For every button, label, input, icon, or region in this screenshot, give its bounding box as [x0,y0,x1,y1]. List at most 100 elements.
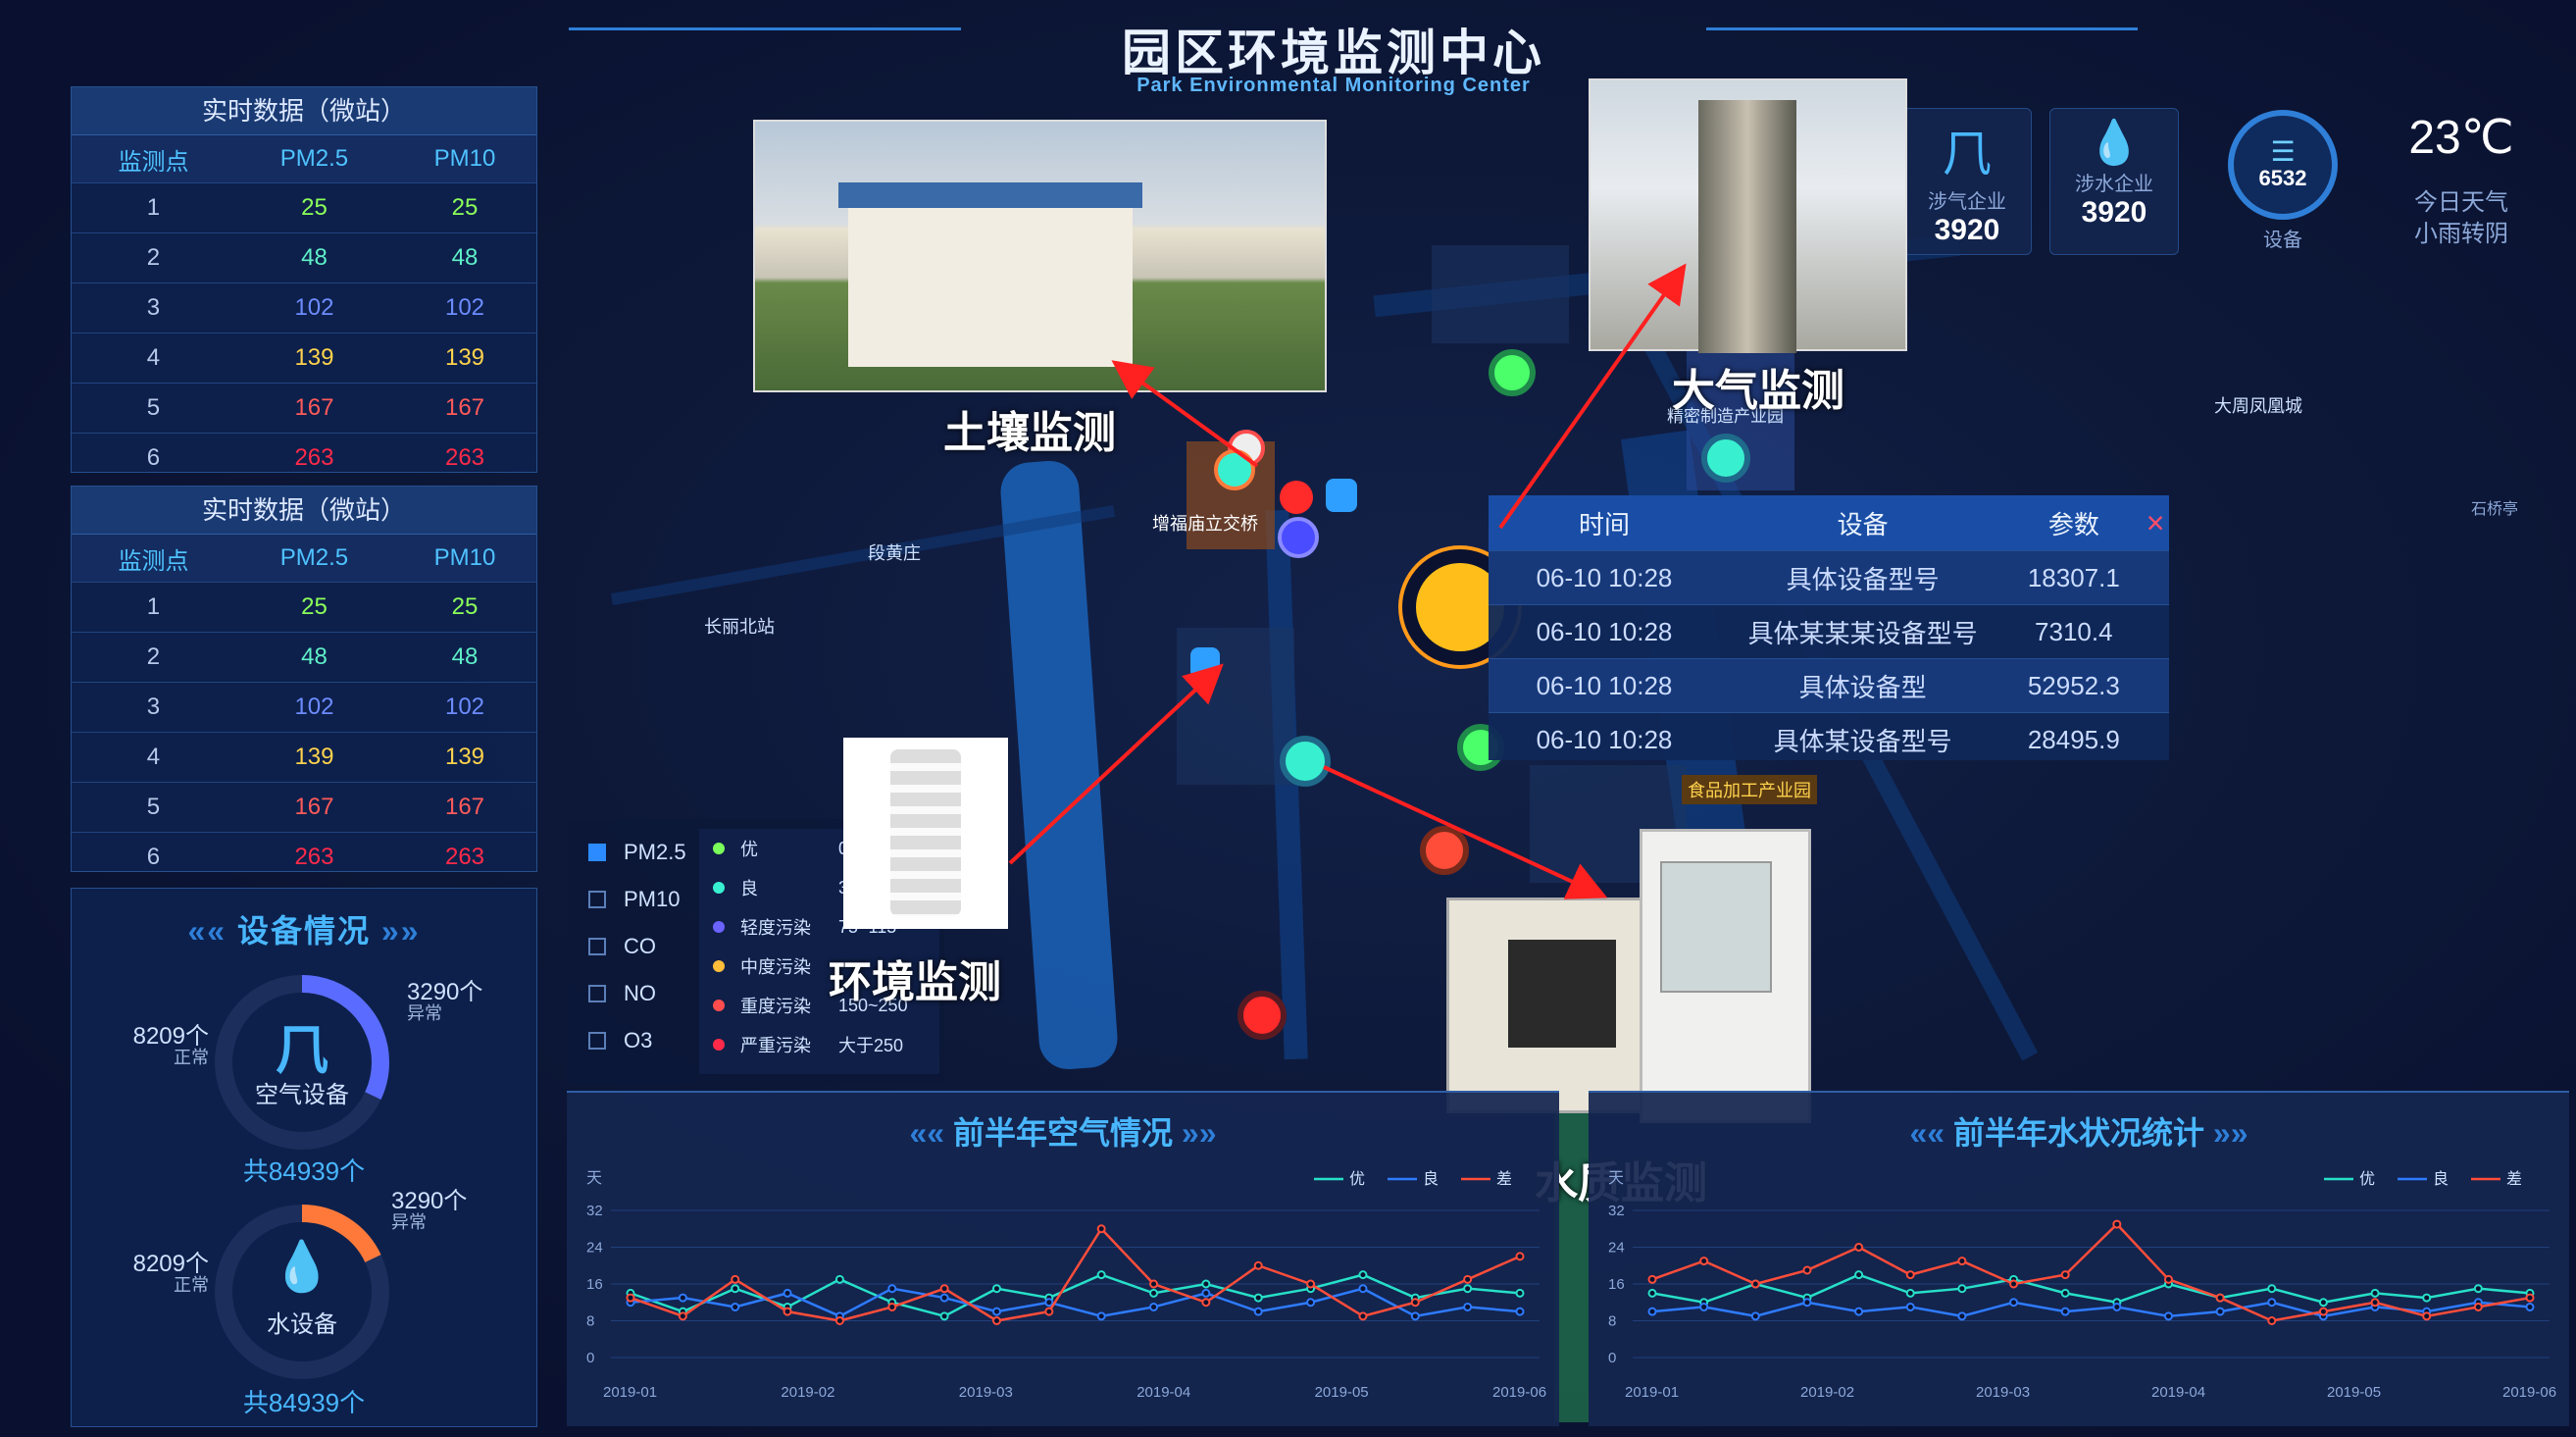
checkbox[interactable] [588,844,606,861]
series-line [1651,1273,2531,1305]
table-cell: 139 [234,333,393,384]
legend-label: PM10 [624,887,681,911]
data-point [1802,1298,1812,1308]
data-point [783,1307,792,1316]
map-marker[interactable] [1280,481,1313,514]
table-cell: 139 [392,732,536,783]
data-point [1750,1279,1760,1289]
x-tick-label: 2019-03 [959,1384,1013,1401]
map-marker[interactable] [1278,517,1319,558]
legend-label: PM2.5 [624,840,686,864]
data-point [2163,1311,2173,1321]
y-axis-label: 天 [1608,1170,1624,1187]
data-point [1905,1302,1915,1311]
map-marker[interactable] [1489,349,1536,396]
legend-pollutant[interactable]: CO [588,923,706,970]
checkbox[interactable] [588,891,606,908]
map-marker[interactable] [1420,826,1469,875]
map-label: 段黄庄 [868,543,921,563]
database-map-icon[interactable] [1326,479,1357,512]
table-cell: 5 [72,383,235,434]
legend-label: 优 [1349,1170,1365,1188]
data-point [2112,1219,2122,1229]
air-device-ring [215,975,389,1150]
popup-cell: 06-10 10:28 [1536,670,1673,700]
water-enterprise-widget[interactable]: 💧 涉水企业 3920 [2049,108,2179,255]
legend-pollutant[interactable]: O3 [588,1017,706,1064]
legend-pollutant[interactable]: NO [588,970,706,1017]
close-icon[interactable]: × [2146,504,2165,540]
data-point [939,1284,949,1294]
data-point [1957,1311,1967,1321]
data-point [1515,1252,1525,1261]
data-point [1647,1307,1657,1316]
table-cell: 48 [392,232,536,283]
data-point [678,1311,687,1321]
gas-enterprise-widget[interactable]: ⺇ 涉气企业 3920 [1902,108,2032,255]
data-point [1149,1302,1159,1311]
x-tick-label: 2019-06 [2502,1384,2556,1401]
popup-col-time: 时间 [1578,509,1630,539]
legend-level-label: 优 [740,840,758,859]
ring-progress [215,975,389,1150]
data-point [1253,1260,1263,1270]
data-point [1358,1284,1368,1294]
checkbox[interactable] [588,938,606,955]
map-marker[interactable] [1280,736,1331,787]
weather-desc: 小雨转阴 [2414,221,2508,247]
air-device-label: 空气设备 [255,1082,349,1108]
table-cell: 2 [72,232,235,283]
popup-cell: 28495.9 [2027,724,2120,754]
data-point [1750,1311,1760,1321]
legend-pollutant[interactable]: PM2.5 [588,829,706,876]
map-label: 石桥亭 [2471,501,2519,518]
page-title: 园区环境监测中心 [1122,26,1545,80]
map-marker[interactable] [1237,991,1287,1040]
equipment-count-widget[interactable]: ☰ 6532 [2228,110,2338,220]
table-cell: 6 [72,832,235,882]
equipment-value: 6532 [2258,166,2307,190]
water-cabinet-photo [1446,898,1642,1113]
water-normal-count: 8209个 [132,1251,209,1277]
arrow-soil [1111,360,1259,468]
header-right-line [1706,27,2138,30]
water-total: 共84939个 [242,1388,366,1417]
legend-level-label: 重度污染 [740,997,811,1016]
map-marker[interactable] [1214,449,1255,490]
y-axis-label: 天 [586,1170,602,1187]
table-cell: 4 [72,333,235,384]
weather-temp: 23℃ [2408,112,2514,164]
y-tick-label: 8 [586,1313,594,1330]
col-header: PM10 [392,135,536,183]
data-point [887,1302,897,1311]
x-tick-label: 2019-05 [1315,1384,1369,1401]
popup-cell: 06-10 10:28 [1536,724,1673,754]
legend-pollutant[interactable]: PM10 [588,876,706,923]
x-tick-label: 2019-03 [1976,1384,2030,1401]
map-marker[interactable] [1701,434,1750,483]
data-point [2422,1311,2432,1321]
data-point [2009,1298,2019,1308]
y-tick-label: 16 [1608,1276,1625,1293]
air-station-photo [1589,78,1907,353]
map-label: 长丽北站 [704,617,775,637]
popup-header: 时间 设备 参数 × [1489,495,2169,550]
popup-cell: 18307.1 [2027,562,2120,592]
table-cell: 167 [234,383,393,434]
checkbox[interactable] [588,985,606,1002]
checkbox[interactable] [588,1032,606,1050]
table-cell: 167 [392,782,536,833]
